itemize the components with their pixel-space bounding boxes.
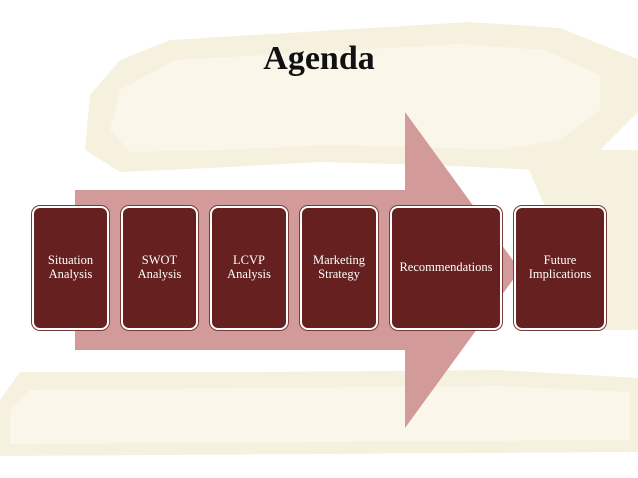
step-future-implications: Future Implications	[514, 206, 606, 330]
page-title: Agenda	[263, 40, 375, 77]
step-label: Situation Analysis	[47, 253, 94, 281]
step-label: Future Implications	[528, 253, 592, 281]
step-lcvp-analysis: LCVP Analysis	[210, 206, 288, 330]
step-label: Recommendations	[399, 260, 493, 275]
step-label: LCVP Analysis	[227, 253, 271, 281]
step-recommendations: Recommendations	[390, 206, 502, 330]
step-situation-analysis: Situation Analysis	[32, 206, 109, 330]
step-swot-analysis: SWOT Analysis	[121, 206, 198, 330]
step-label: SWOT Analysis	[137, 253, 182, 281]
step-label: Marketing Strategy	[312, 253, 366, 281]
step-marketing-strategy: Marketing Strategy	[300, 206, 378, 330]
